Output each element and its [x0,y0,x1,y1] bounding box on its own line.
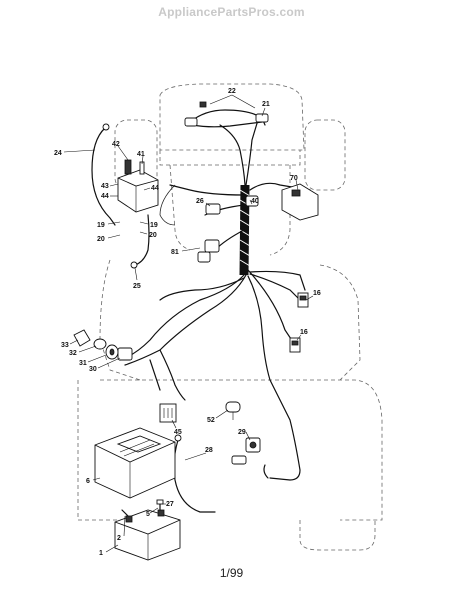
callout-42: 42 [112,141,120,148]
module-29 [231,437,261,465]
connector-26 [205,203,221,215]
wire-25-terminal [130,261,138,269]
main-harness [119,119,311,481]
callout-21: 21 [262,101,270,108]
callout-16-lower: 16 [300,329,308,336]
callout-19-left: 19 [97,222,105,229]
callout-29: 29 [238,429,246,436]
callout-81: 81 [171,249,179,256]
callout-20-right: 20 [149,232,157,239]
callout-19-right: 19 [150,222,158,229]
light-harness [184,101,269,128]
fuse-52 [225,401,241,420]
callout-2: 2 [117,535,121,542]
callout-43: 43 [101,183,109,190]
wire-24 [91,127,116,226]
callout-28: 28 [205,447,213,454]
callout-32: 32 [69,350,77,357]
callout-40: 40 [251,198,259,205]
battery-tray [94,427,176,499]
callout-20-left: 20 [97,236,105,243]
ignition-switch [73,329,133,361]
callout-30: 30 [89,366,97,373]
page-number: 1/99 [219,566,244,580]
wire-25 [134,214,150,266]
callout-31: 31 [79,360,87,367]
callout-1: 1 [99,550,103,557]
callout-22: 22 [228,88,236,95]
switch-70 [281,183,319,221]
callout-labels: 22 21 24 42 41 43 44 44 19 19 20 20 26 4… [54,88,321,557]
callout-6: 6 [86,478,90,485]
wire-24-terminal [102,123,110,131]
watermark: AppliancePartsPros.com [158,5,305,19]
wire-28-terminal [174,434,182,442]
callout-70: 70 [290,175,298,182]
callout-44-right: 44 [151,185,159,192]
callout-5: 5 [146,511,150,518]
bolt-5 [156,499,164,505]
leader-lines [63,94,314,553]
battery [114,509,181,561]
callout-16-upper: 16 [313,290,321,297]
callout-24: 24 [54,150,62,157]
callout-52: 52 [207,417,215,424]
callout-44-left: 44 [101,193,109,200]
battery-cable [121,509,129,517]
callout-41: 41 [137,151,145,158]
callout-45: 45 [174,429,182,436]
switch-16-lower [289,337,301,353]
fuse-holder-45 [159,403,177,423]
connector-81 [197,239,220,263]
tractor-outline [77,83,383,551]
callout-26: 26 [196,198,204,205]
callout-25: 25 [133,283,141,290]
callout-27: 27 [166,501,174,508]
connector-40 [245,195,259,207]
switch-16-upper [297,292,309,308]
callout-33: 33 [61,342,69,349]
